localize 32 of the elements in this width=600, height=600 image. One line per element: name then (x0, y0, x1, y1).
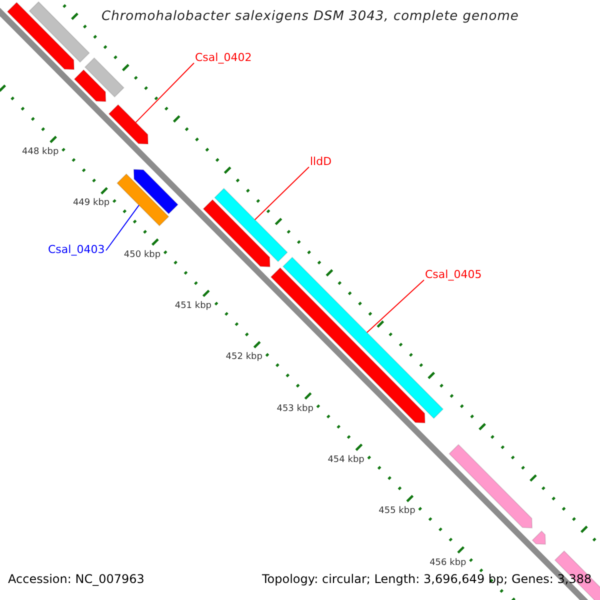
gene-block (116, 173, 170, 226)
leader-line (366, 280, 424, 334)
tick-label: 450 kbp (124, 248, 161, 262)
tick-label: 451 kbp (174, 300, 212, 314)
gene-block (554, 550, 600, 600)
gene-block (133, 168, 179, 214)
leader-line (135, 62, 194, 123)
gene-block (6, 2, 75, 70)
tick-label: 449 kbp (72, 197, 110, 210)
tick-label: 453 kbp (276, 402, 314, 416)
gene-block (532, 530, 546, 545)
title-text: Chromohalobacter salexigens DSM 3043, complete genome (102, 10, 519, 23)
accession-text: Accession: NC_007963 (8, 573, 144, 586)
gene-block (270, 267, 426, 424)
gene-block (108, 104, 149, 145)
tick-label: 456 kbp (430, 556, 466, 570)
gene-block (84, 57, 125, 98)
tick-label: 452 kbp (226, 351, 262, 364)
gene-block (214, 188, 288, 262)
gene-block (28, 1, 90, 63)
gene-label: Csal_0403 (48, 243, 105, 256)
tick-label: 448 kbp (22, 146, 59, 160)
gene-block (202, 199, 270, 268)
tick-label: 454 kbp (328, 454, 364, 467)
leader-line (254, 166, 310, 220)
genome-info-text: Topology: circular; Length: 3,696,649 bp; Genes: 3,388 (262, 573, 592, 586)
gene-block (74, 69, 106, 102)
gene-label: lldD (310, 155, 332, 168)
gene-label: Csal_0405 (425, 268, 482, 281)
gene-block (448, 444, 533, 528)
tick-label: 455 kbp (378, 505, 416, 518)
gene-label: Csal_0402 (195, 51, 252, 64)
